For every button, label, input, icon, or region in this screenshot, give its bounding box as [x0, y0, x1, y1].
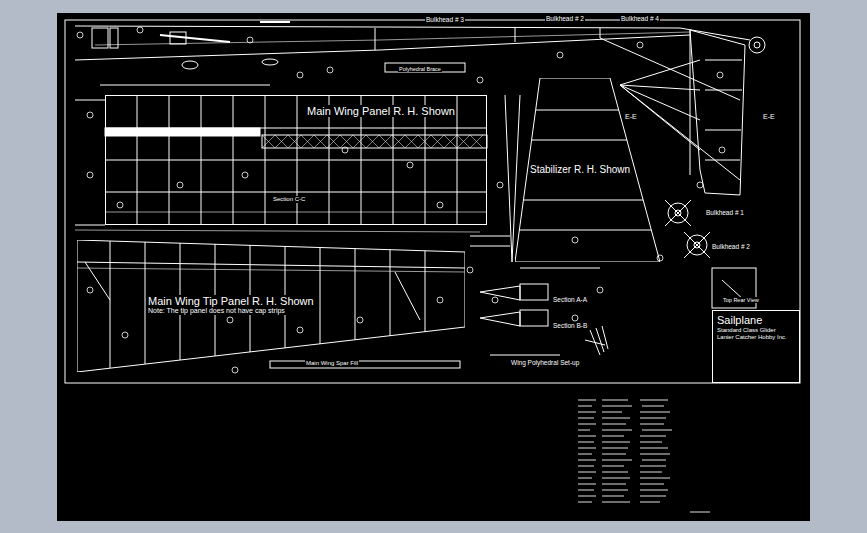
part-label: Section C-C	[272, 196, 306, 203]
parts-list-lines	[578, 400, 710, 512]
wing-ribs	[75, 95, 487, 232]
part-label: Bulkhead # 3	[425, 16, 465, 23]
stabilizer-ribs	[470, 95, 651, 268]
section-details	[480, 200, 756, 355]
part-label: E-E	[624, 113, 638, 121]
part-label: Section A-A	[552, 296, 588, 303]
panel-title: Sailplane	[716, 314, 796, 327]
stabilizer-panel: Stabilizer R. H. Shown	[515, 78, 660, 262]
callout-circles	[77, 27, 725, 373]
part-label: Bulkhead # 2	[545, 15, 585, 22]
part-label: Section B-B	[552, 322, 588, 329]
tip-panel-ribs	[77, 241, 465, 368]
part-label: Polyhedral Brace	[398, 66, 442, 72]
tip-panel: Main Wing Tip Panel R. H. ShownNote: The…	[77, 240, 465, 372]
part-label: E-E	[762, 113, 776, 121]
panel-title: Main Wing Tip Panel R. H. Shown	[147, 295, 315, 307]
panel-outline-shape	[77, 240, 465, 372]
part-label: Bulkhead # 2	[711, 243, 751, 250]
part-label: Wing Polyhedral Set-up	[510, 359, 580, 366]
sheet-border	[65, 20, 800, 383]
title-block: SailplaneStandard Class GliderLanier Cat…	[712, 310, 800, 383]
panel-title: Main Wing Panel R. H. Shown	[306, 105, 456, 117]
panel-note: Note: The tip panel does not have cap st…	[147, 307, 286, 315]
panel-note: Lanier Catcher Hobby Inc.	[716, 334, 796, 341]
part-label: Bulkhead # 1	[705, 209, 745, 216]
fuselage	[75, 22, 750, 85]
wing-panel: Main Wing Panel R. H. Shown	[105, 95, 487, 225]
part-label: Main Wing Spar Fill	[305, 360, 359, 367]
panel-outline-shape	[515, 78, 660, 262]
panel-title: Stabilizer R. H. Shown	[529, 164, 631, 175]
drawing-ground	[57, 13, 810, 521]
panel-note: Standard Class Glider	[716, 327, 796, 334]
part-label: Bulkhead # 4	[620, 15, 660, 22]
part-label: Top Rear View	[722, 297, 760, 303]
